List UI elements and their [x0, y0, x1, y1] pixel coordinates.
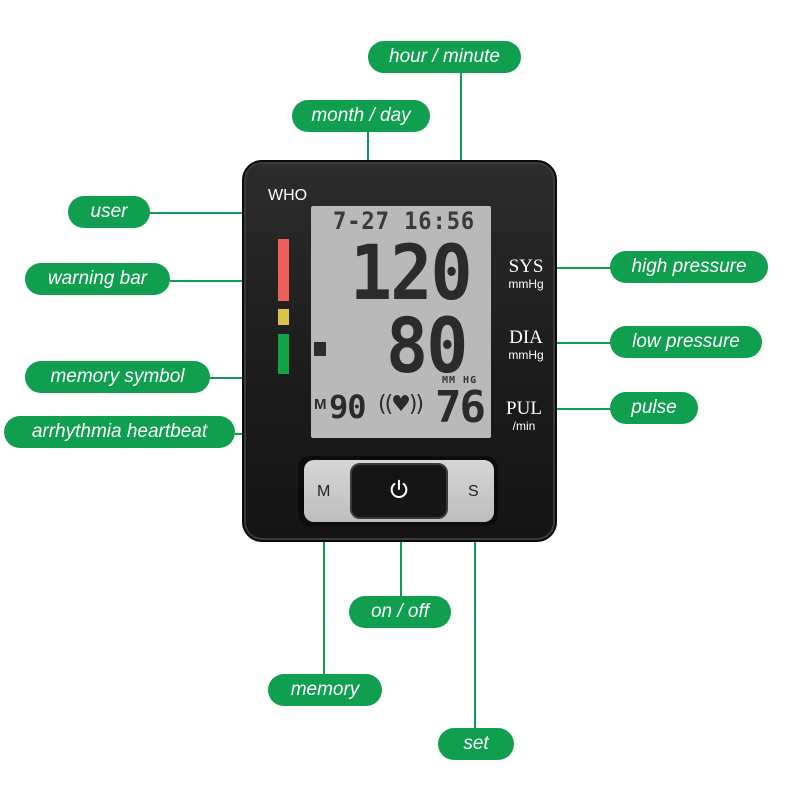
- callout-memory-symbol: memory symbol: [25, 361, 210, 393]
- who-label: WHO: [268, 187, 308, 204]
- memory-symbol: M: [314, 396, 328, 413]
- pul-unit: /min: [512, 419, 536, 433]
- lcd-systolic: 120: [350, 228, 473, 317]
- connector-on-off: [400, 496, 402, 596]
- connector-hour-minute: [460, 72, 462, 212]
- connector-low-pressure: [554, 342, 612, 344]
- connector-memory: [323, 505, 325, 675]
- arrhythmia-heart-icon: ((♥)): [378, 392, 424, 417]
- memory-button[interactable]: M: [317, 483, 331, 500]
- callout-low-pressure: low pressure: [610, 326, 762, 358]
- callout-set: set: [438, 728, 514, 760]
- connector-user: [150, 212, 318, 214]
- lcd-unit-small: MM HG: [442, 375, 478, 386]
- callout-warning-bar: warning bar: [25, 263, 170, 295]
- callout-high-pressure: high pressure: [610, 251, 768, 283]
- lcd-screen: [311, 206, 491, 438]
- lcd-pulse: 76: [435, 382, 486, 433]
- user-indicator: [314, 342, 326, 356]
- set-button[interactable]: S: [468, 483, 479, 500]
- callout-hour-minute: hour / minute: [368, 41, 521, 73]
- sys-label: SYS: [508, 256, 544, 277]
- callout-month-day: month / day: [292, 100, 430, 132]
- warning-bar-red: [278, 239, 289, 301]
- lcd-memory-value: 90: [329, 388, 367, 426]
- callout-user: user: [68, 196, 150, 228]
- lcd-date: 7-27: [333, 207, 390, 235]
- dia-label: DIA: [509, 327, 543, 348]
- power-button[interactable]: [350, 463, 448, 519]
- callout-pulse: pulse: [610, 392, 698, 424]
- pul-label: PUL: [506, 398, 542, 419]
- connector-high-pressure: [554, 267, 612, 269]
- callout-arrhythmia-heartbeat: arrhythmia heartbeat: [4, 416, 235, 448]
- dia-unit: mmHg: [508, 348, 544, 362]
- power-icon: [388, 478, 410, 505]
- warning-bar-yellow: [278, 309, 289, 325]
- lcd-datetime: 7-27 16:56: [333, 207, 475, 235]
- lcd-diastolic: 80: [386, 301, 468, 390]
- warning-bar-green: [278, 334, 289, 374]
- lcd-time: 16:56: [404, 207, 476, 235]
- callout-memory: memory: [268, 674, 382, 706]
- connector-set: [474, 505, 476, 730]
- sys-unit: mmHg: [508, 277, 544, 291]
- connector-pulse: [550, 408, 612, 410]
- callout-on-off: on / off: [349, 596, 451, 628]
